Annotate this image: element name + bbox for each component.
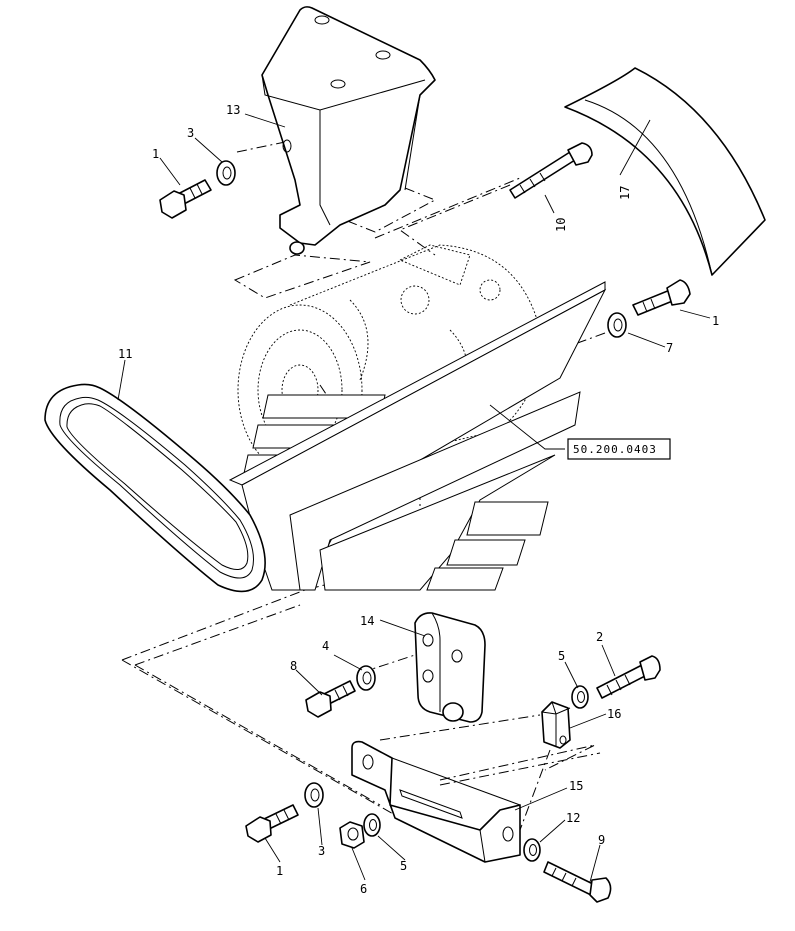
- compressor-ghost: [237, 244, 541, 476]
- stylized-logo-watermark-icon: [228, 281, 607, 591]
- callout-11: 11: [118, 347, 132, 361]
- bolt-part-1-top: [159, 179, 212, 219]
- callout-9: 9: [598, 833, 605, 847]
- washer-part-5-right: [571, 685, 589, 709]
- belt-guard-part-17: [564, 67, 766, 276]
- washer-part-4: [356, 665, 376, 691]
- callout-13: 13: [226, 103, 240, 117]
- reference-number: 50.200.0403: [573, 443, 657, 456]
- leader-lines: [117, 113, 711, 883]
- long-bolt-part-10: [509, 142, 593, 199]
- washer-part-7: [607, 312, 627, 338]
- callout-8: 8: [290, 659, 297, 673]
- block-part-14: [414, 612, 486, 723]
- callout-3-bottom: 3: [318, 844, 325, 858]
- callout-7: 7: [666, 341, 673, 355]
- callout-14: 14: [360, 614, 374, 628]
- callout-17: 17: [618, 186, 632, 200]
- callout-1-bottom: 1: [276, 864, 283, 878]
- callout-6: 6: [360, 882, 367, 896]
- washer-part-5-bottom: [363, 813, 381, 837]
- nut-part-6: [339, 821, 365, 849]
- spacer-part-16: [541, 701, 571, 749]
- bolt-part-8: [305, 680, 356, 718]
- drive-belt-part-11: [44, 383, 266, 593]
- callout-1-top: 1: [152, 147, 159, 161]
- washer-part-3-bottom: [304, 782, 324, 808]
- callout-2: 2: [596, 630, 603, 644]
- bracket-part-13: [261, 6, 436, 255]
- bolt-part-1-right: [632, 279, 691, 316]
- washer-part-12: [523, 838, 541, 862]
- bolt-part-9: [543, 861, 612, 903]
- washer-part-3-top: [216, 160, 236, 186]
- reference-box: 50.200.0403: [567, 438, 671, 460]
- callout-5-bottom: 5: [400, 859, 407, 873]
- callout-15: 15: [569, 779, 583, 793]
- bracket-part-15: [351, 740, 521, 863]
- callout-3-top: 3: [187, 126, 194, 140]
- callout-labels: 1 3 13 10 17 1 7 11 14 4 8 2 5 16 15 12 …: [118, 103, 719, 896]
- callout-4: 4: [322, 639, 329, 653]
- callout-12: 12: [566, 811, 580, 825]
- bolt-part-1-bottom: [245, 804, 299, 843]
- callout-1-right: 1: [712, 314, 719, 328]
- callout-10: 10: [554, 218, 568, 232]
- callout-16: 16: [607, 707, 621, 721]
- callout-5-right: 5: [558, 649, 565, 663]
- bolt-part-2: [596, 655, 661, 699]
